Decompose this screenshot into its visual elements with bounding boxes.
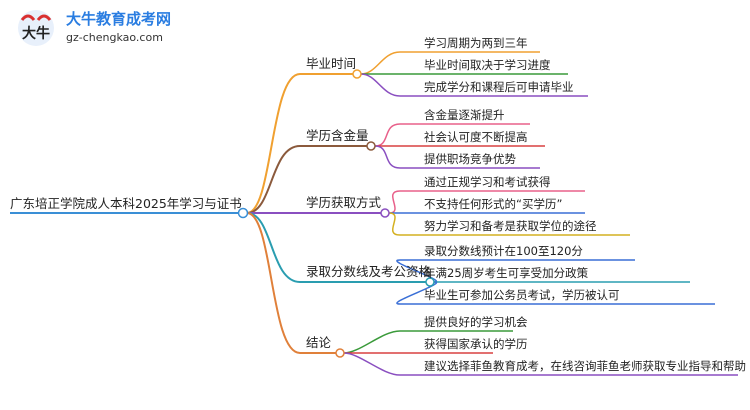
branch-node-dot [380,208,390,218]
leaf-label: 毕业时间取决于学习进度 [424,58,551,72]
leaf-connector [360,51,401,75]
branch-5: 结论 提供良好的学习机会获得国家承认的学历建议选择菲鱼教育成考，在线咨询菲鱼老师获… [306,315,746,373]
branch-node-dot [425,277,435,287]
leaf-label: 毕业生可参加公务员考试，学历被认可 [424,288,620,302]
connectors [10,51,738,376]
branch-connector [246,145,301,214]
branch-label: 学历含金量 [306,128,369,143]
branch-connector [246,212,301,354]
leaf-label: 年满25周岁考生可享受加分政策 [424,266,589,280]
leaf-connector [343,330,401,354]
leaf-connector [388,190,401,214]
leaf-label: 含金量逐渐提升 [424,108,505,122]
leaf-connector [374,123,401,147]
leaf-label: 提供良好的学习机会 [424,315,528,329]
logo-mark-text: 大牛 [22,25,50,42]
leaf-label: 录取分数线预计在100至120分 [424,244,583,258]
leaf-label: 获得国家承认的学历 [424,337,528,351]
leaf-label: 学习周期为两到三年 [424,36,528,50]
leaf-label: 努力学习和备考是获取学位的途径 [424,219,597,233]
leaf-label: 社会认可度不断提高 [424,130,528,144]
branch-4: 录取分数线及考公资格 录取分数线预计在100至120分年满25周岁考生可享受加分政… [306,244,620,302]
branch-label: 录取分数线及考公资格 [306,264,432,279]
branch-label: 毕业时间 [306,56,356,71]
branch-label: 学历获取方式 [306,195,382,210]
leaf-label: 通过正规学习和考试获得 [424,175,551,189]
leaf-label: 不支持任何形式的“买学历” [424,197,562,211]
site-name: 大牛教育成考网 [66,10,172,28]
root-node-dot [237,207,249,219]
leaf-connector [360,73,401,97]
watermark-logo: 大牛 大牛教育成考网 gz-chengkao.com [14,6,184,52]
leaf-connector [396,281,438,305]
calf-logo-icon: 大牛 [18,10,54,46]
leaf-connector [374,145,401,169]
branch-node-dot [366,141,376,151]
root-label: 广东培正学院成人本科2025年学习与证书 [10,196,242,211]
leaf-connector [388,212,401,236]
site-url: gz-chengkao.com [66,31,163,44]
leaf-label: 建议选择菲鱼教育成考，在线咨询菲鱼老师获取专业指导和帮助 [424,359,746,373]
leaf-connector [343,352,401,376]
leaf-label: 提供职场竞争优势 [424,152,516,166]
branch-connector [246,73,301,214]
branch-node-dot [352,69,362,79]
branch-connector [246,212,301,283]
leaf-label: 完成学分和课程后可申请毕业 [424,80,574,94]
branch-label: 结论 [306,335,332,350]
nodes: 广东培正学院成人本科2025年学习与证书 毕业时间 学习周期为两到三年毕业时间取决于… [10,36,746,373]
branch-node-dot [335,348,345,358]
